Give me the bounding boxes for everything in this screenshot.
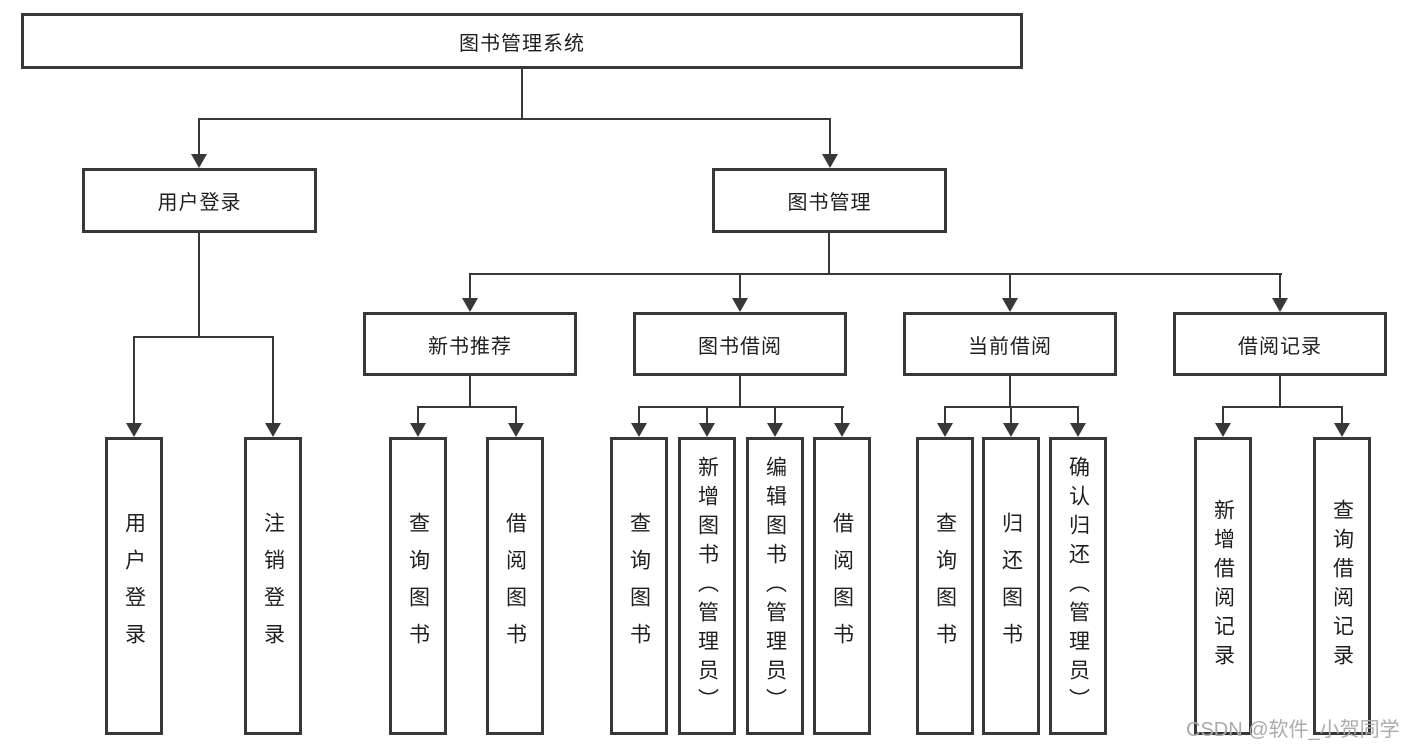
leaf-query-books-borrow-label: 查询图书 — [627, 512, 651, 660]
arrow-down-icon — [732, 298, 748, 312]
leaf-query-books-current-label: 查询图书 — [933, 512, 957, 660]
connector-line — [829, 118, 831, 154]
connector-line — [469, 273, 471, 298]
connector-line — [1222, 406, 1224, 423]
leaf-return-book-label: 归还图书 — [999, 512, 1023, 660]
arrow-down-icon — [1003, 423, 1019, 437]
node-borrow-records-label: 借阅记录 — [1238, 335, 1322, 358]
arrow-down-icon — [937, 423, 953, 437]
connector-line — [1279, 273, 1281, 298]
node-book-borrow-label: 图书借阅 — [698, 335, 782, 358]
leaf-add-borrow-record-label: 新增借阅记录 — [1211, 499, 1235, 673]
connector-line — [1341, 406, 1343, 423]
arrow-down-icon — [508, 423, 524, 437]
node-new-book-recommend-label: 新书推荐 — [428, 335, 512, 358]
connector-line — [1009, 273, 1011, 298]
connector-line — [417, 406, 419, 423]
arrow-down-icon — [126, 423, 142, 437]
connector-line — [469, 376, 471, 406]
connector-line — [739, 376, 741, 406]
arrow-down-icon — [767, 423, 783, 437]
node-user-login: 用户登录 — [82, 168, 317, 233]
arrow-down-icon — [462, 298, 478, 312]
leaf-user-login: 用户登录 — [105, 437, 163, 735]
connector-line — [739, 273, 741, 298]
leaf-edit-book-admin-label: 编辑图书（管理员） — [763, 455, 787, 717]
node-root: 图书管理系统 — [21, 13, 1023, 69]
connector-line — [417, 406, 517, 408]
arrow-down-icon — [822, 154, 838, 168]
arrow-down-icon — [1070, 423, 1086, 437]
arrow-down-icon — [265, 423, 281, 437]
leaf-return-book: 归还图书 — [982, 437, 1040, 735]
connector-line — [469, 273, 1282, 275]
leaf-user-login-label: 用户登录 — [122, 512, 146, 660]
arrow-down-icon — [410, 423, 426, 437]
leaf-query-books-current: 查询图书 — [916, 437, 974, 735]
leaf-query-borrow-record: 查询借阅记录 — [1313, 437, 1371, 735]
node-book-management-label: 图书管理 — [787, 192, 872, 214]
leaf-add-borrow-record: 新增借阅记录 — [1194, 437, 1252, 735]
connector-line — [638, 406, 640, 423]
connector-line — [1077, 406, 1079, 423]
connector-line — [1279, 376, 1281, 406]
csdn-watermark: CSDN @软件_小贺同学 — [1186, 719, 1400, 741]
connector-line — [521, 69, 523, 118]
connector-line — [1009, 376, 1011, 406]
connector-line — [198, 233, 200, 336]
leaf-borrow-books-recommend: 借阅图书 — [486, 437, 544, 735]
node-book-borrow: 图书借阅 — [633, 312, 847, 376]
leaf-query-borrow-record-label: 查询借阅记录 — [1330, 499, 1354, 673]
connector-line — [1222, 406, 1343, 408]
leaf-confirm-return-admin-label: 确认归还（管理员） — [1066, 455, 1090, 717]
leaf-add-book-admin-label: 新增图书（管理员） — [695, 455, 719, 717]
leaf-borrow-books-borrow-label: 借阅图书 — [830, 512, 854, 660]
leaf-query-books-borrow: 查询图书 — [610, 437, 668, 735]
leaf-add-book-admin: 新增图书（管理员） — [678, 437, 736, 735]
leaf-borrow-books-recommend-label: 借阅图书 — [503, 512, 527, 660]
leaf-query-books-recommend: 查询图书 — [389, 437, 447, 735]
arrow-down-icon — [1002, 298, 1018, 312]
arrow-down-icon — [834, 423, 850, 437]
arrow-down-icon — [1272, 298, 1288, 312]
arrow-down-icon — [191, 154, 207, 168]
leaf-query-books-recommend-label: 查询图书 — [406, 512, 430, 660]
connector-line — [272, 336, 274, 423]
arrow-down-icon — [1215, 423, 1231, 437]
node-current-borrow-label: 当前借阅 — [968, 335, 1052, 358]
connector-line — [944, 406, 946, 423]
node-book-management: 图书管理 — [712, 168, 947, 233]
connector-line — [1010, 406, 1012, 423]
leaf-borrow-books-borrow: 借阅图书 — [813, 437, 871, 735]
node-borrow-records: 借阅记录 — [1173, 312, 1387, 376]
leaf-edit-book-admin: 编辑图书（管理员） — [746, 437, 804, 735]
leaf-logout: 注销登录 — [244, 437, 302, 735]
connector-line — [198, 118, 831, 120]
node-user-login-label: 用户登录 — [157, 192, 242, 214]
node-root-label: 图书管理系统 — [459, 32, 585, 55]
connector-line — [828, 233, 830, 273]
arrow-down-icon — [1334, 423, 1350, 437]
leaf-logout-label: 注销登录 — [261, 512, 285, 660]
connector-line — [706, 406, 708, 423]
connector-line — [133, 336, 274, 338]
connector-line — [198, 118, 200, 154]
connector-line — [774, 406, 776, 423]
node-new-book-recommend: 新书推荐 — [363, 312, 577, 376]
arrow-down-icon — [631, 423, 647, 437]
node-current-borrow: 当前借阅 — [903, 312, 1117, 376]
connector-line — [133, 336, 135, 423]
leaf-confirm-return-admin: 确认归还（管理员） — [1049, 437, 1107, 735]
connector-line — [515, 406, 517, 423]
connector-line — [638, 406, 844, 408]
connector-line — [841, 406, 843, 423]
arrow-down-icon — [699, 423, 715, 437]
